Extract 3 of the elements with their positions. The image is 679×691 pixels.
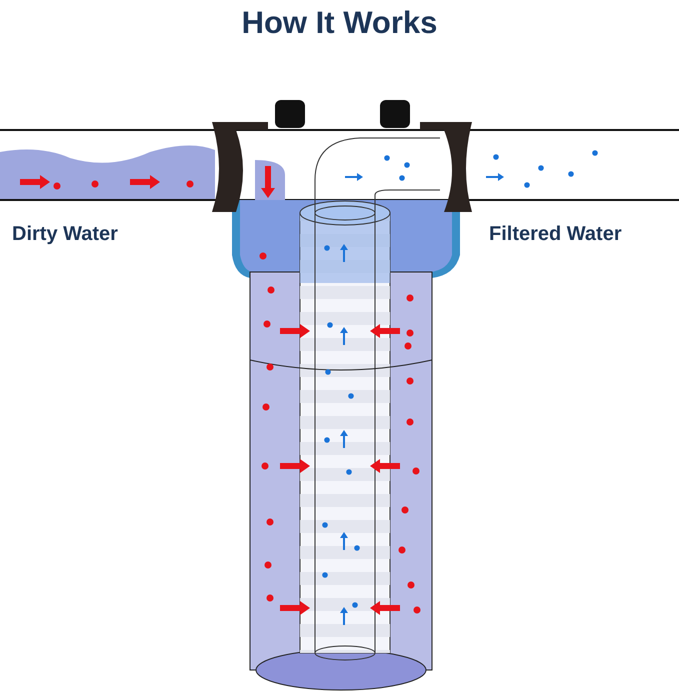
title: How It Works <box>240 4 438 42</box>
flow-label: Filtered Water <box>489 222 622 247</box>
flow-label: Dirty Water <box>12 222 118 247</box>
